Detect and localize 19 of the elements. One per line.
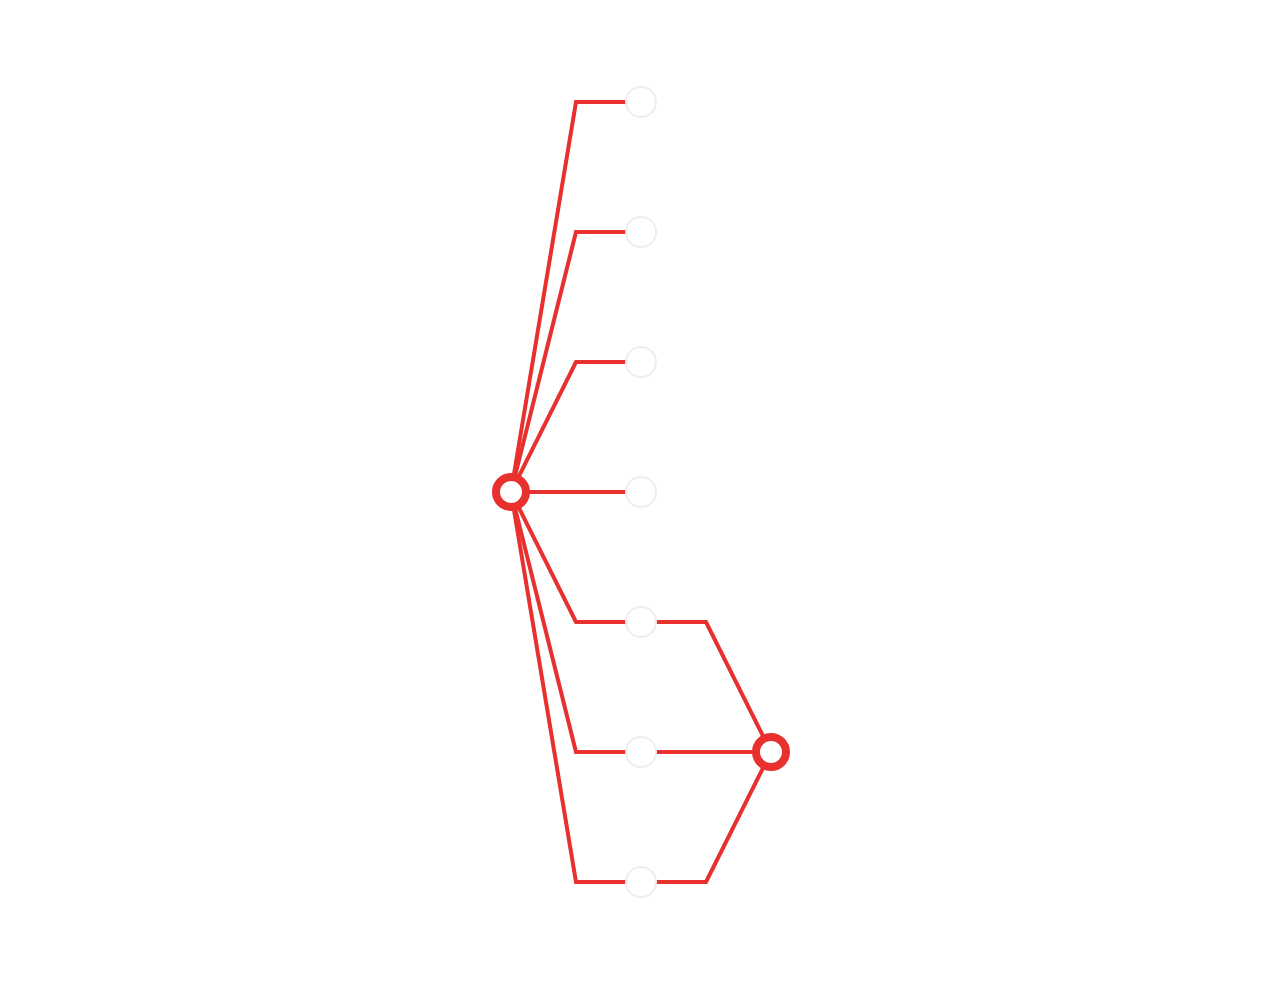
connector xyxy=(510,506,625,884)
node-circle xyxy=(624,216,656,248)
connector xyxy=(511,230,625,478)
connector xyxy=(525,490,625,494)
connector xyxy=(514,360,625,480)
connector xyxy=(514,504,625,624)
node-circle xyxy=(624,736,656,768)
node-circle xyxy=(624,86,656,118)
node-circle xyxy=(624,606,656,638)
connector xyxy=(655,750,755,754)
node-circle xyxy=(624,476,656,508)
node-circle xyxy=(751,733,789,771)
connector xyxy=(655,620,766,740)
connector xyxy=(655,764,766,884)
node-circle xyxy=(624,866,656,898)
connector xyxy=(511,506,625,754)
connector xyxy=(510,100,625,478)
node-circle xyxy=(491,473,529,511)
node-circle xyxy=(624,346,656,378)
